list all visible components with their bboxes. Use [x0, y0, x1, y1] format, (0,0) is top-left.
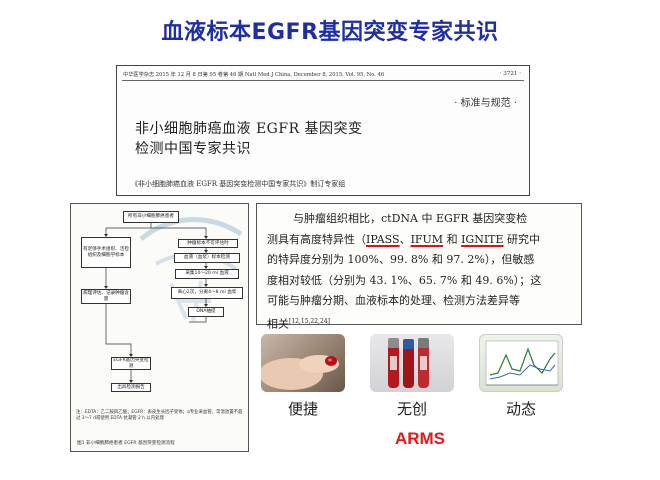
excerpt-conjunction: 和: [443, 232, 462, 246]
excerpt-line-5: 可能与肿瘤分期、血液标本的处理、检测方法差异等: [267, 294, 520, 307]
flow-box-collect-blood: 采集10～20 ml 血液: [175, 269, 239, 279]
excerpt-line-6-text: 相关: [267, 317, 289, 331]
hand-fingertip-icon: [261, 355, 339, 390]
blood-tubes-photo: [370, 334, 454, 392]
excerpt-separator: 、: [399, 232, 411, 246]
excerpt-line-6: 相关[12,15,22,24]: [267, 312, 573, 335]
excerpt-line-4: 度相对较低（分别为 43. 1%、65. 7% 和 49. 6%）；这: [267, 273, 542, 287]
journal-excerpt: 中华医学杂志 2015 年 12 月 8 日第 95 卷第 46 期 Natl …: [116, 65, 530, 196]
study-ignite: IGNITE: [461, 232, 504, 246]
method-label: ARMS: [394, 429, 446, 448]
flow-box-egfr-test: EGFR基因突变检测: [111, 357, 151, 370]
excerpt-line-1: 与肿瘤组织相比，ctDNA 中 EGFR 基因突变检: [293, 212, 528, 225]
flowchart-figure: 所有非小细胞肺癌患者 有足够手术组织、活检组织及细胞学标本 肿瘤标本不可评估时 …: [70, 203, 249, 452]
feature-noninvasive: 无创: [396, 400, 427, 418]
flow-box-dna-extraction: DNA抽提: [188, 307, 224, 317]
study-ipass: IPASS: [366, 232, 400, 246]
journal-header-rule: [122, 80, 524, 81]
flow-box-all-patients: 所有非小细胞肺癌患者: [123, 211, 179, 223]
excerpt-line-3: 的特异度分别为 100%、99. 8% 和 97. 2%），但敏感: [267, 253, 535, 266]
flow-box-separate-plasma: 离心2次，分离4～8 ml 血浆: [171, 287, 243, 299]
feature-convenient: 便捷: [287, 400, 318, 418]
line-chart-icon: [485, 340, 559, 386]
flow-box-report: 出具检测报告: [111, 383, 151, 392]
blood-draw-photo: [261, 334, 345, 392]
flow-box-tissue-available: 有足够手术组织、活检组织及细胞学标本: [81, 237, 131, 268]
journal-page-number: · 3721 ·: [499, 71, 521, 77]
flow-box-blood-test: 血液（血浆）标本检测: [174, 253, 240, 263]
journal-header: 中华医学杂志 2015 年 12 月 8 日第 95 卷第 46 期 Natl …: [123, 72, 385, 78]
study-ifum: IFUM: [410, 232, 444, 246]
excerpt-references: [12,15,22,24]: [289, 317, 330, 325]
slide-title: 血液标本EGFR基因突变专家共识: [161, 20, 499, 45]
flow-box-tissue-unavailable: 肿瘤标本不可评估时: [178, 239, 238, 248]
blood-tube-icon: [388, 338, 429, 388]
dynamic-monitoring-chart-photo: [479, 334, 563, 392]
journal-section: · 标准与规范 ·: [454, 98, 517, 109]
journal-expert-group: 《非小细胞肺癌血液 EGFR 基因突变检测中国专家共识》制订专家组: [131, 180, 346, 188]
flowchart-note: 注：EDTA：乙二胺四乙酸；EGFR：表皮生长因子受体；a专业采血管，常温放置不…: [76, 410, 243, 422]
flow-box-pathology-eval: 病理评估、记录肿瘤含量: [81, 289, 131, 304]
journal-title-line-2: 检测中国专家共识: [135, 141, 251, 157]
excerpt-line-2: 测具有高度特异性（IPASS、IFUM 和 IGNITE 研究中: [267, 230, 573, 251]
flowchart-caption: 图1 非小细胞肺癌患者 EGFR 基因突变检测流程: [77, 441, 175, 446]
feature-dynamic: 动态: [505, 400, 536, 418]
journal-title-line-1: 非小细胞肺癌血液 EGFR 基因突变: [135, 121, 363, 137]
excerpt-line-2-start: 测具有高度特异性（: [267, 232, 366, 246]
excerpt-line-2-end: 研究中: [503, 232, 541, 246]
text-excerpt: 与肿瘤组织相比，ctDNA 中 EGFR 基因突变检 测具有高度特异性（IPAS…: [256, 203, 582, 330]
